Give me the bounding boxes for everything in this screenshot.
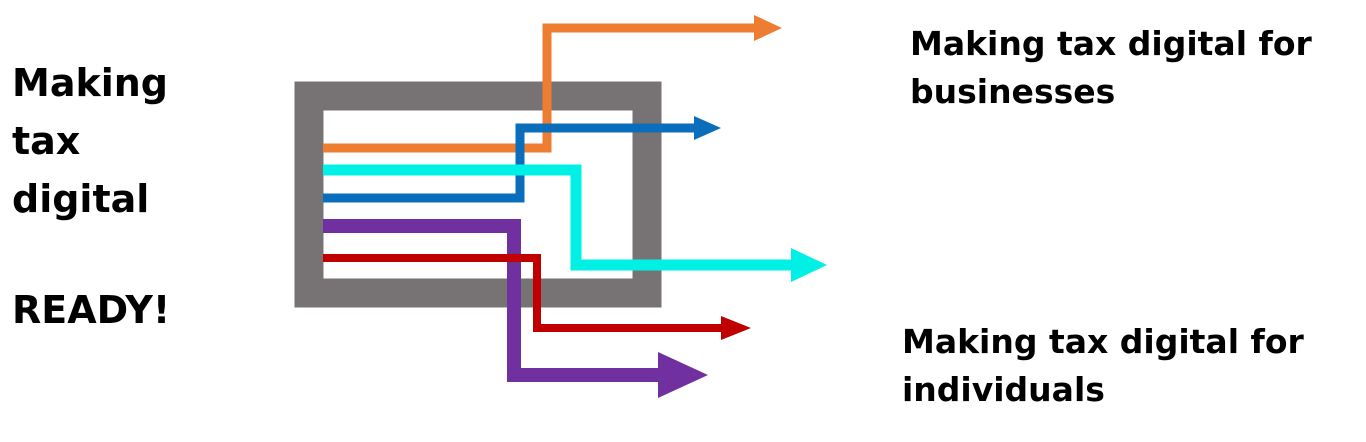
flow-blue-arrowhead	[694, 116, 721, 140]
flow-orange-arrowhead	[754, 15, 782, 41]
left-title: Making tax digital	[12, 54, 168, 228]
output-label-businesses: Making tax digital for businesses	[910, 20, 1312, 116]
flow-purple-line	[323, 219, 662, 382]
output-label-businesses-line-2: businesses	[910, 72, 1116, 111]
flow-red-line	[323, 254, 724, 332]
ready-label: READY!	[12, 288, 171, 332]
output-label-individuals-line-2: individuals	[902, 370, 1105, 409]
left-title-line-1: Making	[12, 61, 169, 105]
left-title-line-2: tax	[12, 119, 81, 163]
flow-blue	[323, 116, 721, 203]
flow-red	[323, 254, 751, 340]
frame-box	[294, 81, 662, 308]
flow-orange-line	[323, 23, 758, 153]
flow-blue-line	[323, 123, 697, 203]
flow-cyan	[323, 164, 827, 282]
output-label-individuals-line-1: Making tax digital for	[902, 322, 1304, 361]
output-label-individuals: Making tax digital for individuals	[902, 318, 1304, 414]
flow-red-arrowhead	[721, 316, 751, 340]
left-title-line-3: digital	[12, 177, 150, 221]
flow-purple	[323, 219, 708, 398]
flow-cyan-arrowhead	[791, 248, 827, 282]
output-label-businesses-line-1: Making tax digital for	[910, 24, 1312, 63]
flow-cyan-line	[323, 164, 795, 271]
flow-purple-arrowhead	[658, 352, 708, 398]
flow-orange	[323, 15, 782, 153]
